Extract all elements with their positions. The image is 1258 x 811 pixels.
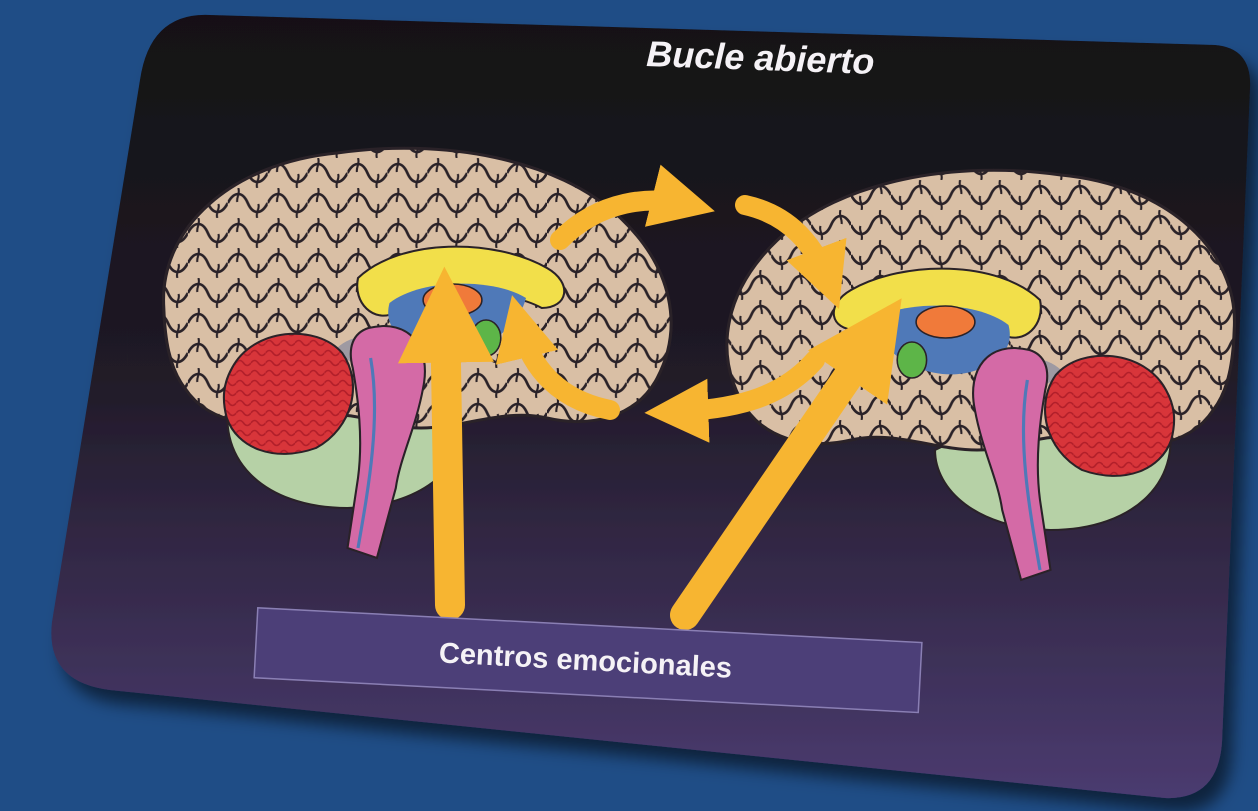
arrow-up-left (445, 305, 450, 605)
diagram-title: Bucle abierto (646, 33, 875, 82)
